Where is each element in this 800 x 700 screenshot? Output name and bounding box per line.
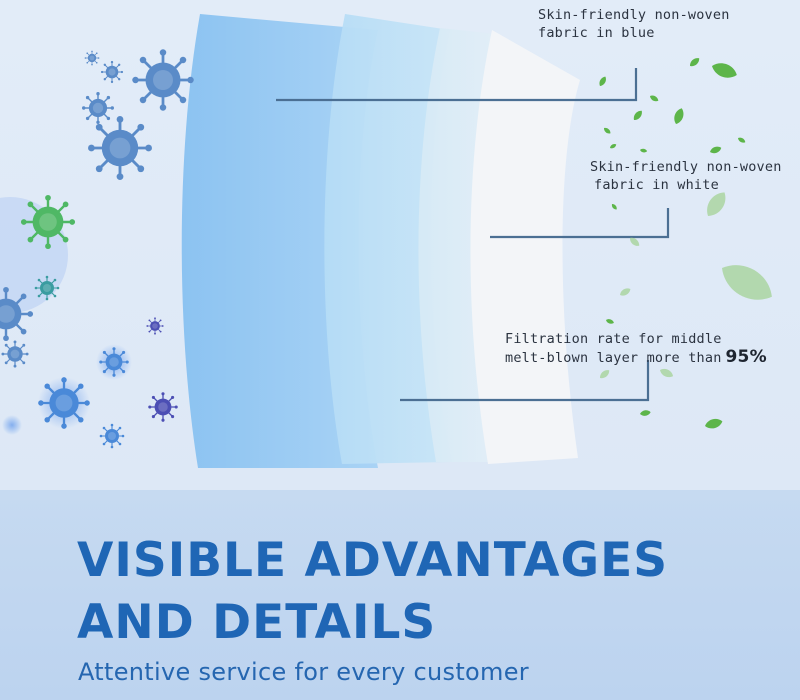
leader-line-filter	[400, 360, 650, 402]
callout-white-line2: fabric in white	[594, 177, 719, 193]
page-subtitle: Attentive service for every customer	[78, 658, 529, 686]
virus-icon	[146, 317, 179, 423]
leader-line-white	[490, 208, 670, 239]
leader-line-blue	[276, 68, 638, 102]
mask-layers-illustration: Skin-friendly non-woven fabric in blue S…	[0, 0, 800, 490]
virus-icon	[2, 344, 132, 449]
blue-middle-layer	[324, 14, 452, 464]
callout-white-line1: Skin-friendly non-woven	[590, 159, 782, 175]
mask-layers-graphic	[0, 14, 780, 468]
callout-filter-line2: melt-blown layer more than	[505, 350, 722, 366]
leader-lines	[276, 68, 670, 402]
page-title: VISIBLE ADVANTAGES AND DETAILS	[77, 530, 668, 654]
virus-icon	[19, 193, 77, 251]
callout-blue-layer: Skin-friendly non-woven fabric in blue	[538, 6, 730, 42]
callout-filter-layer: Filtration rate for middle melt-blown la…	[505, 330, 767, 367]
filtration-rate-value: 95%	[725, 347, 767, 367]
virus-icon	[34, 275, 60, 301]
callout-blue-line1: Skin-friendly non-woven	[538, 7, 730, 23]
page-title-line1: VISIBLE ADVANTAGES	[77, 533, 669, 588]
page-title-line2: AND DETAILS	[77, 595, 437, 650]
callout-filter-line1: Filtration rate for middle	[505, 331, 722, 347]
callout-white-layer: Skin-friendly non-woven fabric in white	[590, 158, 782, 194]
callout-blue-line2: fabric in blue	[538, 25, 655, 41]
headline-panel	[0, 490, 800, 700]
white-inner-layer	[470, 30, 580, 464]
